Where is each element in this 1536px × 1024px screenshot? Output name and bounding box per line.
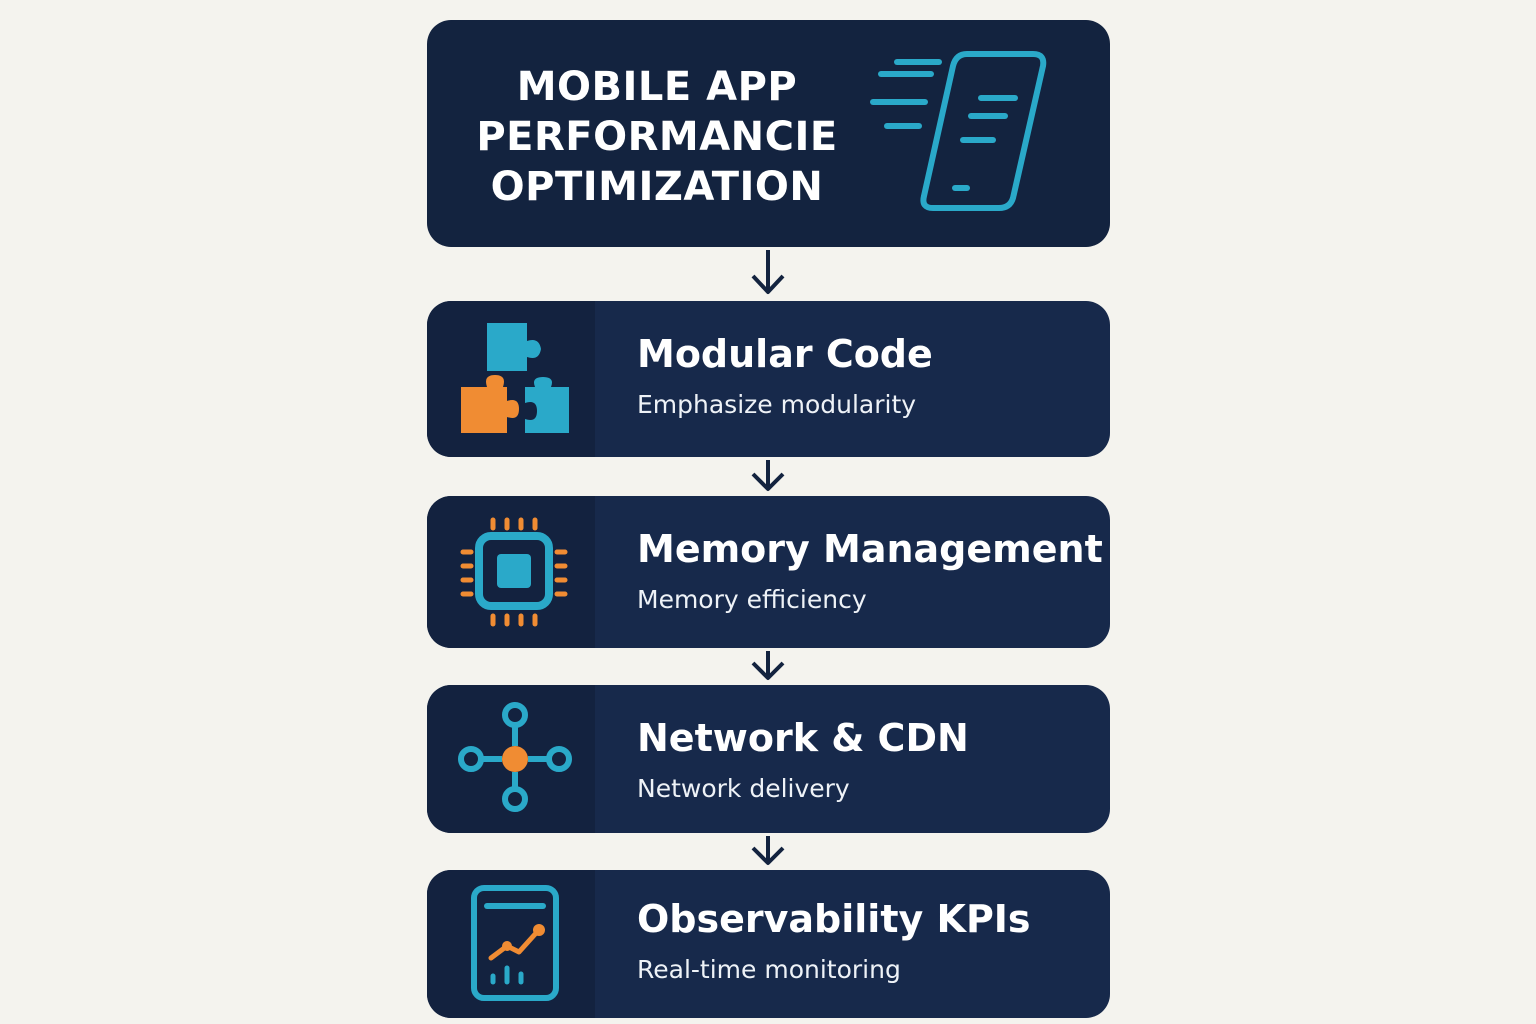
step-title: Modular Code	[637, 332, 933, 376]
puzzle-icon	[461, 323, 569, 433]
step-subtitle: Emphasize modularity	[637, 390, 917, 419]
flow-arrow-1	[751, 250, 785, 294]
diagram-title: MOBILE APP PERFORMANCIE OPTIMIZATION	[476, 64, 838, 210]
icon-panel	[427, 496, 595, 648]
step-observability-kpis: Observability KPIs Real-time monitoring	[427, 870, 1110, 1018]
step-network-cdn: Network & CDN Network delivery	[427, 685, 1110, 833]
icon-panel	[427, 301, 595, 457]
flow-arrow-4	[751, 836, 785, 865]
step-subtitle: Network delivery	[637, 774, 850, 803]
dashboard-icon	[471, 885, 559, 1001]
network-icon	[458, 702, 572, 812]
icon-panel	[427, 685, 595, 833]
step-title: Memory Management	[637, 527, 1103, 571]
header-box: MOBILE APP PERFORMANCIE OPTIMIZATION	[427, 20, 1110, 247]
step-modular-code: Modular Code Emphasize modularity	[427, 301, 1110, 457]
step-title: Observability KPIs	[637, 897, 1031, 941]
chip-icon	[460, 517, 568, 627]
icon-panel	[427, 870, 595, 1018]
flow-arrow-2	[751, 460, 785, 491]
phone-speed-icon	[870, 51, 1047, 211]
flow-arrow-3	[751, 651, 785, 680]
step-title: Network & CDN	[637, 716, 969, 760]
step-subtitle: Memory efficiency	[637, 585, 867, 614]
step-memory-management: Memory Management Memory efficiency	[427, 496, 1110, 648]
step-subtitle: Real-time monitoring	[637, 955, 901, 984]
